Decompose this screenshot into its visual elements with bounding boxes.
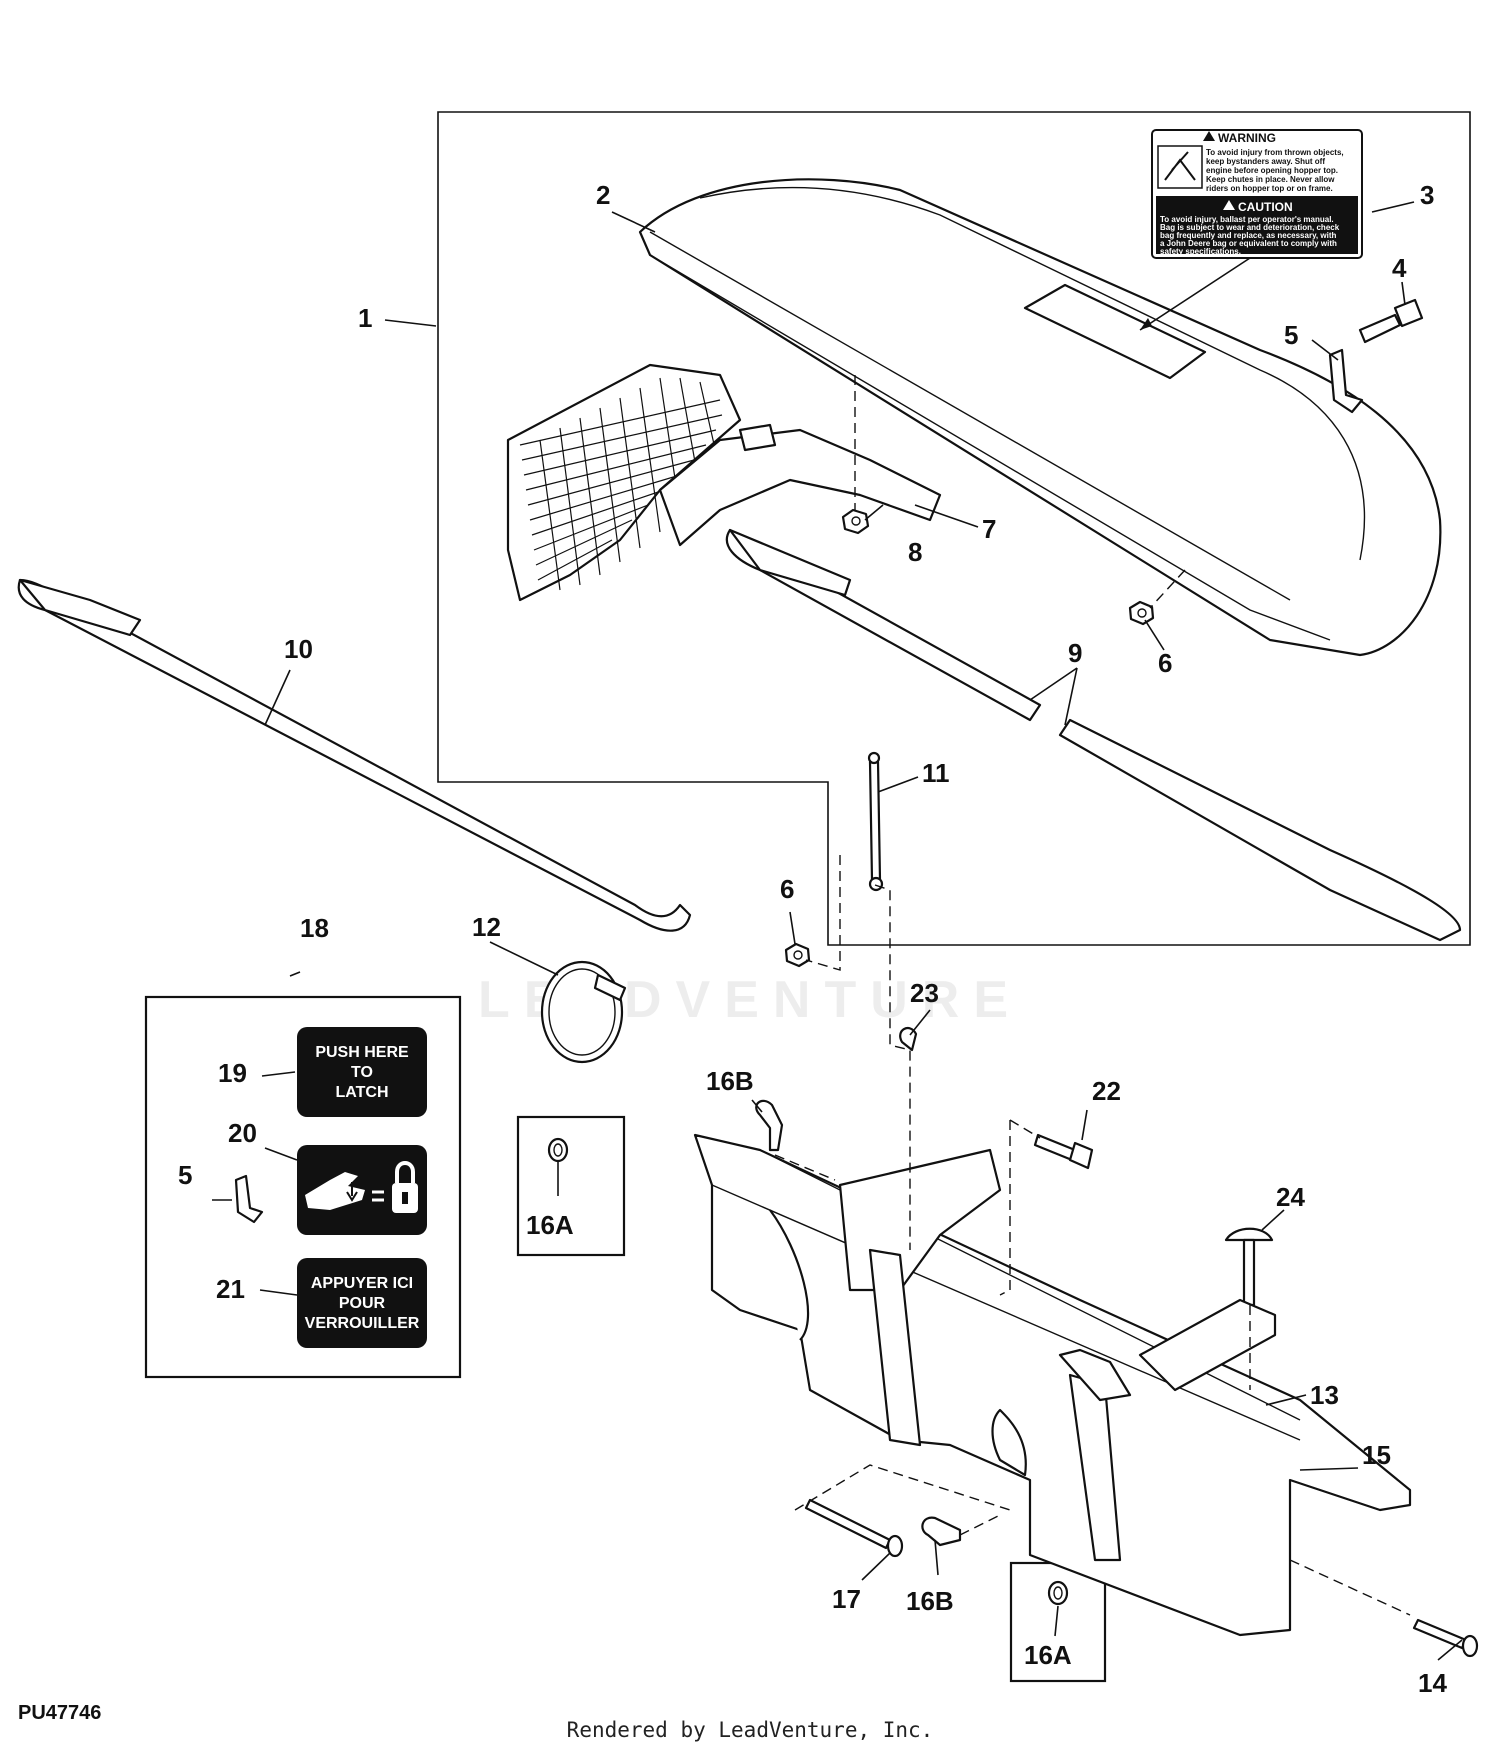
bolt-part-4 (1358, 298, 1424, 344)
warning-line-5: riders on hopper top or on frame. (1206, 184, 1333, 193)
callout-12: 12 (472, 912, 501, 942)
thrown-objects-pictogram (1157, 145, 1203, 189)
push-line-3: LATCH (335, 1084, 388, 1101)
assembly-outline (437, 111, 1471, 946)
pin-part-17 (804, 1498, 904, 1558)
leader-lines (212, 201, 1463, 1661)
clip-16a-box-left (516, 1115, 626, 1257)
callouts: 1 2 3 4 5 5 6 6 7 8 9 10 11 12 13 14 15 … (178, 180, 1447, 1698)
caution-heading: CAUTION (1238, 200, 1293, 214)
callout-15: 15 (1362, 1440, 1391, 1470)
callout-6-lower: 6 (780, 874, 794, 904)
clip-part-16a-left (547, 1137, 569, 1163)
push-here-decal: PUSH HERE TO LATCH (297, 1027, 427, 1117)
callout-11: 11 (922, 758, 950, 788)
callout-21: 21 (216, 1274, 245, 1304)
callout-23: 23 (910, 978, 939, 1008)
warning-line-4: Keep chutes in place. Never allow (1206, 175, 1335, 184)
callout-17: 17 (832, 1584, 861, 1614)
appuyer-ici-decal: APPUYER ICI POUR VERROUILLER (297, 1258, 427, 1348)
caution-line-5: safety specifications. (1160, 247, 1241, 256)
callout-9: 9 (1068, 638, 1082, 668)
caution-line-2: Bag is subject to wear and deterioration… (1160, 223, 1340, 232)
callout-5-upper: 5 (1284, 320, 1298, 350)
callout-16b-upper: 16B (706, 1066, 754, 1096)
warning-line-2: keep bystanders away. Shut off (1206, 157, 1325, 166)
bolt-part-24 (1224, 1227, 1274, 1307)
callout-1: 1 (358, 303, 372, 333)
callout-7: 7 (982, 514, 996, 544)
bracket-part-5-box (234, 1174, 264, 1224)
bolt-part-22 (1033, 1133, 1094, 1170)
clip-part-16b-upper (755, 1099, 784, 1152)
push-line-1: PUSH HERE (315, 1044, 409, 1061)
callout-10: 10 (284, 634, 313, 664)
decal-leader (1139, 257, 1251, 331)
callout-16b-lower: 16B (906, 1586, 954, 1616)
frame-part-15 (693, 1133, 1412, 1637)
caution-line-3: bag frequently and replace, as necessary… (1160, 231, 1336, 240)
callout-19: 19 (218, 1058, 247, 1088)
warning-line-1: To avoid injury from thrown objects, (1206, 148, 1344, 157)
rod-part-11 (867, 751, 884, 892)
callout-5-lower: 5 (178, 1160, 192, 1190)
callout-20: 20 (228, 1118, 257, 1148)
nut-part-8 (841, 508, 870, 535)
callout-16a-left: 16A (526, 1210, 574, 1240)
callout-24: 24 (1276, 1182, 1305, 1212)
appuyer-line-3: VERROUILLER (305, 1315, 420, 1332)
hopper-lid (638, 178, 1442, 657)
figure-id: PU47746 (18, 1702, 102, 1724)
callout-16a-right: 16A (1024, 1640, 1072, 1670)
callout-14: 14 (1418, 1668, 1447, 1698)
pin-part-14 (1412, 1618, 1479, 1658)
appuyer-line-2: POUR (339, 1295, 386, 1312)
callout-2: 2 (596, 180, 610, 210)
screen-grille-part-7 (506, 363, 942, 602)
warning-line-3: engine before opening hopper top. (1206, 166, 1338, 175)
callout-4: 4 (1392, 253, 1407, 283)
callout-13: 13 (1310, 1380, 1339, 1410)
lock-icon (392, 1161, 418, 1213)
clip-part-16b-lower (921, 1516, 962, 1547)
callout-6-upper: 6 (1158, 648, 1172, 678)
push-line-2: TO (351, 1064, 373, 1081)
callout-8: 8 (908, 537, 922, 567)
caution-triangle-icon (1223, 200, 1235, 210)
caution-line-1: To avoid injury, ballast per operator's … (1160, 215, 1334, 224)
bracket-part-5 (1328, 348, 1364, 414)
clip-part-16a-right (1047, 1580, 1069, 1606)
caution-line-4: a John Deere bag or equivalent to comply… (1160, 239, 1337, 248)
rail-part-10 (17, 578, 692, 932)
clamp-part-12 (540, 960, 627, 1064)
appuyer-line-1: APPUYER ICI (311, 1275, 413, 1292)
warning-triangle-icon (1203, 131, 1215, 141)
warning-caution-decal: WARNING To avoid injury from thrown obje… (1151, 129, 1363, 259)
callout-22: 22 (1092, 1076, 1121, 1106)
hand-press-icon (305, 1172, 365, 1210)
nut-part-6-lower (784, 942, 811, 968)
assembly-dashed-lines (774, 375, 1411, 1616)
warning-heading: WARNING (1218, 131, 1276, 145)
nut-part-6-upper (1128, 600, 1155, 626)
render-credit: Rendered by LeadVenture, Inc. (566, 1718, 934, 1742)
callout-3: 3 (1420, 180, 1434, 210)
rail-part-9 (725, 528, 1462, 942)
lock-pictogram-decal (297, 1145, 427, 1235)
decal-placement-area (1023, 283, 1207, 380)
callout-18: 18 (300, 913, 329, 943)
